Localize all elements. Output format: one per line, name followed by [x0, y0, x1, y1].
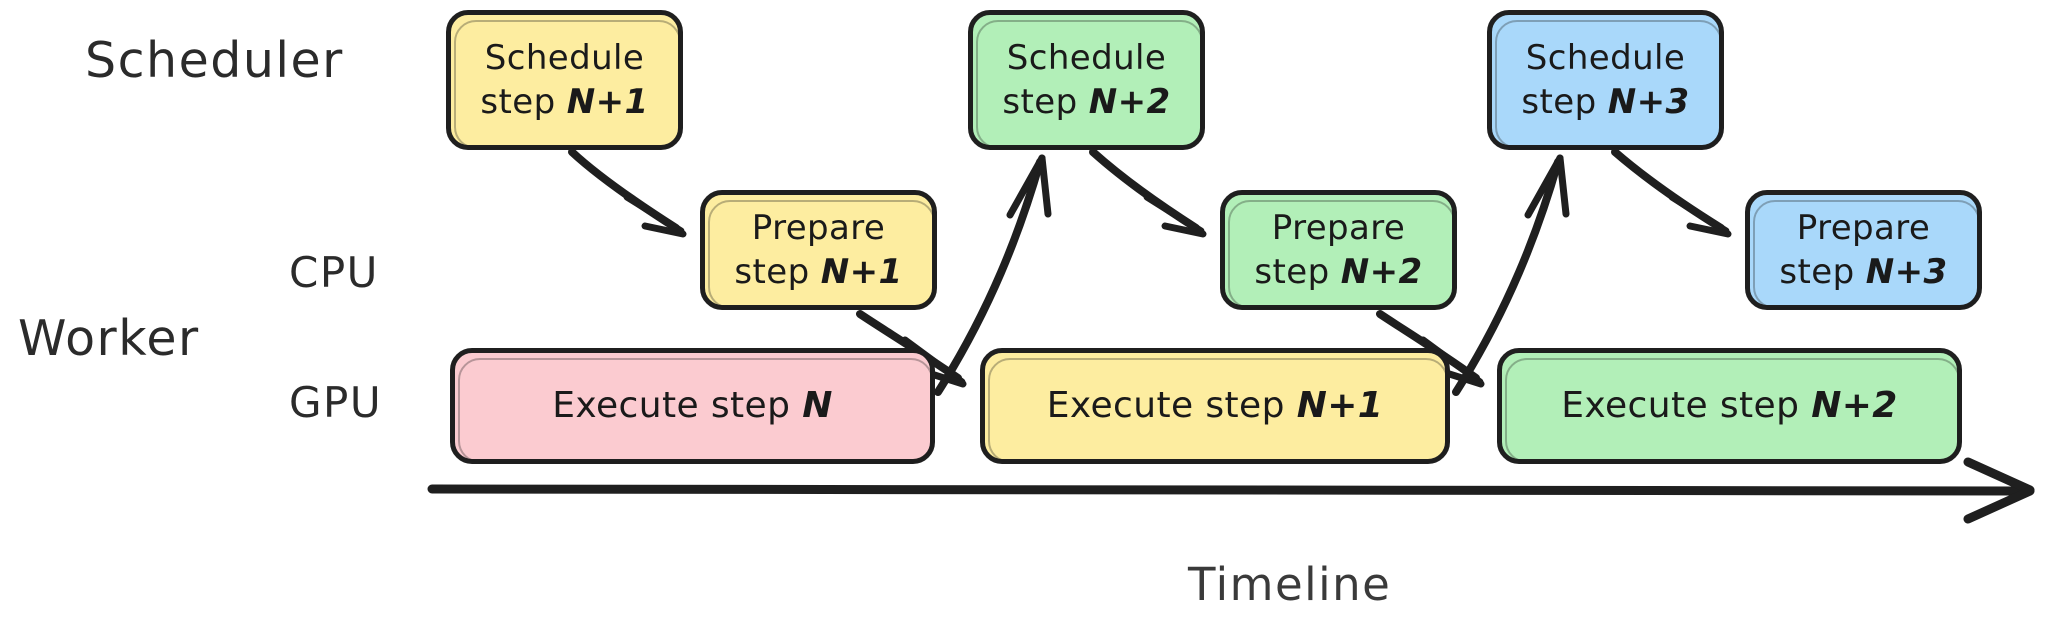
box-line-2-prefix: step [1254, 252, 1341, 292]
timeline-axis-label: Timeline [1188, 558, 1392, 611]
box-prepare-step-n3[interactable]: Prepare step N+3 [1745, 190, 1982, 310]
box-prepare-step-n1[interactable]: Prepare step N+1 [700, 190, 937, 310]
box-line-2-step: N+1 [820, 252, 903, 292]
timeline-axis-arrow [427, 457, 2035, 524]
box-line-2: step N+1 [734, 250, 902, 294]
box-line-1-prefix: Execute step [1046, 384, 1297, 426]
box-line-1: Schedule [1006, 37, 1167, 78]
lane-label-worker: Worker [18, 310, 200, 367]
box-line-2: step N+2 [1002, 80, 1170, 124]
box-line-1: Prepare [1271, 207, 1406, 248]
box-line-2-step: N+1 [566, 82, 649, 122]
box-line-1: Execute step N [552, 383, 832, 430]
arrow-schedule-n3-to-prepare-n3 [1611, 148, 1732, 238]
box-line-2-prefix: step [1521, 82, 1608, 122]
lane-label-cpu: CPU [289, 248, 379, 297]
box-line-1: Prepare [751, 207, 886, 248]
box-prepare-step-n2[interactable]: Prepare step N+2 [1220, 190, 1457, 310]
box-line-2-step: N+2 [1088, 82, 1171, 122]
box-line-1: Execute step N+1 [1047, 383, 1383, 430]
box-execute-step-n1[interactable]: Execute step N+1 [980, 348, 1450, 464]
arrow-schedule-n2-to-prepare-n2 [1089, 148, 1207, 238]
box-line-1: Execute step N+2 [1561, 383, 1897, 430]
box-line-2-step: N+3 [1607, 82, 1690, 122]
box-line-1: Schedule [484, 37, 645, 78]
box-line-2-prefix: step [1779, 252, 1866, 292]
box-line-1-step: N [802, 384, 833, 426]
arrow-execute-n-to-schedule-n2 [934, 154, 1052, 396]
lane-label-scheduler: Scheduler [85, 32, 344, 89]
box-line-1-step: N+2 [1811, 384, 1898, 426]
box-line-2-step: N+3 [1865, 252, 1948, 292]
lane-label-gpu: GPU [289, 378, 383, 427]
box-line-1-prefix: Execute step [552, 384, 803, 426]
box-line-2-step: N+2 [1340, 252, 1423, 292]
box-line-2: step N+1 [480, 80, 648, 124]
box-schedule-step-n2[interactable]: Schedule step N+2 [968, 10, 1205, 150]
box-line-2-prefix: step [1002, 82, 1089, 122]
box-execute-step-n2[interactable]: Execute step N+2 [1497, 348, 1962, 464]
arrow-schedule-n1-to-prepare-n1 [568, 148, 687, 238]
box-schedule-step-n3[interactable]: Schedule step N+3 [1487, 10, 1724, 150]
box-line-1: Prepare [1796, 207, 1931, 248]
box-line-2-prefix: step [480, 82, 567, 122]
box-schedule-step-n1[interactable]: Schedule step N+1 [446, 10, 683, 150]
box-line-2-prefix: step [734, 252, 821, 292]
box-line-2: step N+3 [1521, 80, 1689, 124]
box-execute-step-n[interactable]: Execute step N [450, 348, 935, 464]
box-line-1: Schedule [1525, 37, 1686, 78]
box-line-2: step N+3 [1779, 250, 1947, 294]
box-line-1-prefix: Execute step [1561, 384, 1812, 426]
arrow-execute-n1-to-schedule-n3 [1452, 154, 1570, 396]
box-line-2: step N+2 [1254, 250, 1422, 294]
box-line-1-step: N+1 [1296, 384, 1384, 426]
